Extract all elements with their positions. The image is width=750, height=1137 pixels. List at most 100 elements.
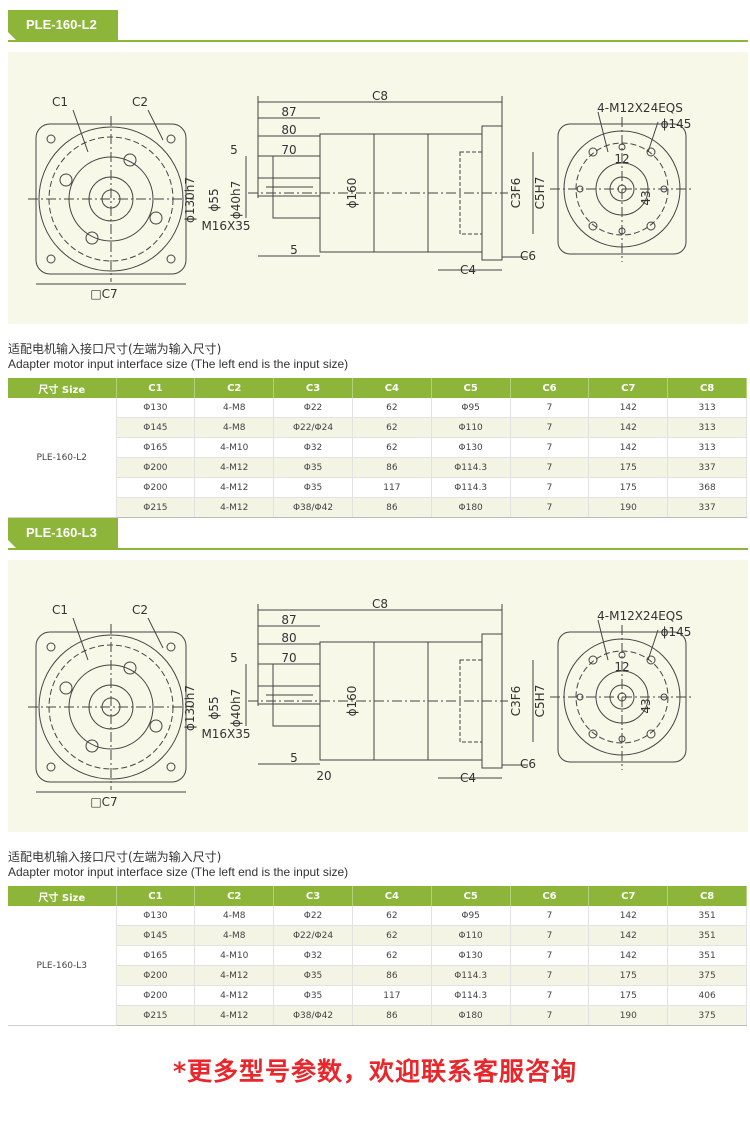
table-cell: 4-M8	[194, 925, 275, 946]
model-cell: PLE-160-L2	[8, 398, 117, 518]
table-cell: 351	[667, 925, 747, 946]
dim-label-c2: C2	[132, 603, 148, 617]
table-cell: 337	[667, 457, 747, 478]
dim-label-d70: 70	[281, 651, 296, 665]
table-cell: Φ180	[431, 497, 511, 518]
table-cell: 351	[667, 906, 747, 926]
dim-label-holes: 4-M12X24EQS	[597, 101, 683, 115]
table-cell: 86	[352, 965, 432, 986]
table-cell: 7	[510, 477, 590, 498]
table-cell: 86	[352, 497, 432, 518]
table-cell: Φ200	[116, 477, 196, 498]
drawing-panel: C1 C2 □C7 C8 87 80 70 5 5 20 ϕ130h7 ϕ55 …	[8, 560, 748, 832]
table-cell: Φ22/Φ24	[273, 417, 353, 438]
table-cell: 7	[510, 398, 590, 418]
table-header: 尺寸 Size	[8, 886, 117, 906]
dim-label-c5: C5H7	[533, 685, 547, 718]
table-cell: Φ114.3	[431, 965, 511, 986]
dim-label-holes: 4-M12X24EQS	[597, 609, 683, 623]
section-divider	[8, 40, 748, 42]
table-cell: Φ215	[116, 1005, 196, 1026]
table-cell: 117	[352, 985, 432, 1006]
table-cell: Φ35	[273, 985, 353, 1006]
table-cell: Φ35	[273, 965, 353, 986]
dim-label-c3: C3F6	[509, 686, 523, 717]
dim-label-c7: □C7	[90, 795, 117, 809]
dim-label-c8: C8	[372, 597, 388, 611]
section-tab: PLE-160-L2	[8, 10, 118, 40]
technical-drawing: C1 C2 □C7 C8 87 80 70 5 5 20 ϕ130h7 ϕ55 …	[28, 597, 694, 809]
table-cell: 368	[667, 477, 747, 498]
table-cell: 4-M12	[194, 457, 275, 478]
dim-label-phi145: ϕ145	[661, 625, 692, 639]
dim-label-c1: C1	[52, 95, 68, 109]
table-cell: 142	[588, 398, 669, 418]
table-header: C7	[588, 378, 669, 398]
table-header: C3	[273, 886, 353, 906]
section-tab: PLE-160-L3	[8, 518, 118, 548]
table-header: C4	[352, 886, 432, 906]
table-cell: 175	[588, 985, 669, 1006]
table-cell: 117	[352, 477, 432, 498]
table-cell: 175	[588, 477, 669, 498]
table-cell: Φ32	[273, 945, 353, 966]
table-cell: 7	[510, 1005, 590, 1026]
table-cell: Φ200	[116, 985, 196, 1006]
table-cell: 7	[510, 437, 590, 458]
table-header: C5	[431, 378, 511, 398]
table-cell: Φ114.3	[431, 457, 511, 478]
dim-label-d5b: 5	[290, 243, 298, 257]
table-cell: Φ95	[431, 906, 511, 926]
table-cell: 62	[352, 925, 432, 946]
table-header: C6	[510, 378, 590, 398]
table-cell: 4-M10	[194, 437, 275, 458]
table-cell: 142	[588, 925, 669, 946]
table-cell: Φ35	[273, 477, 353, 498]
dim-label-d12: 12	[614, 152, 629, 166]
table-header: C3	[273, 378, 353, 398]
caption-chinese: 适配电机输入接口尺寸(左端为输入尺寸)	[8, 342, 222, 356]
dim-label-phi160: ϕ160	[345, 178, 359, 209]
table-cell: 62	[352, 945, 432, 966]
table-cell: 7	[510, 497, 590, 518]
table-cell: 4-M12	[194, 1005, 275, 1026]
footer-note: *更多型号参数，欢迎联系客服咨询	[172, 1057, 578, 1086]
dim-label-c3: C3F6	[509, 178, 523, 209]
dim-label-c6: C6	[520, 757, 536, 771]
table-header: C2	[194, 886, 275, 906]
table-cell: Φ95	[431, 398, 511, 418]
table-cell: 62	[352, 398, 432, 418]
table-cell: 7	[510, 906, 590, 926]
table-cell: 337	[667, 497, 747, 518]
caption-chinese: 适配电机输入接口尺寸(左端为输入尺寸)	[8, 850, 222, 864]
table-cell: 4-M12	[194, 985, 275, 1006]
dim-label-m16: M16X35	[201, 219, 250, 233]
dim-label-phi55: ϕ55	[207, 188, 221, 211]
dim-label-d5a: 5	[230, 651, 238, 665]
dim-label-d12: 12	[614, 660, 629, 674]
table-cell: 190	[588, 497, 669, 518]
table-header: C8	[667, 886, 747, 906]
table-cell: 62	[352, 437, 432, 458]
dim-label-d5b: 5	[290, 751, 298, 765]
table-header: 尺寸 Size	[8, 378, 117, 398]
table-cell: 4-M8	[194, 398, 275, 418]
table-header: C4	[352, 378, 432, 398]
table-cell: Φ130	[116, 398, 196, 418]
table-cell: Φ22	[273, 906, 353, 926]
table-cell: 4-M10	[194, 945, 275, 966]
table-cell: Φ130	[431, 437, 511, 458]
table-cell: Φ110	[431, 417, 511, 438]
table-cell: Φ145	[116, 417, 196, 438]
dim-label-c5: C5H7	[533, 177, 547, 210]
caption-english: Adapter motor input interface size (The …	[8, 865, 349, 879]
table-cell: 142	[588, 906, 669, 926]
table-cell: Φ165	[116, 945, 196, 966]
